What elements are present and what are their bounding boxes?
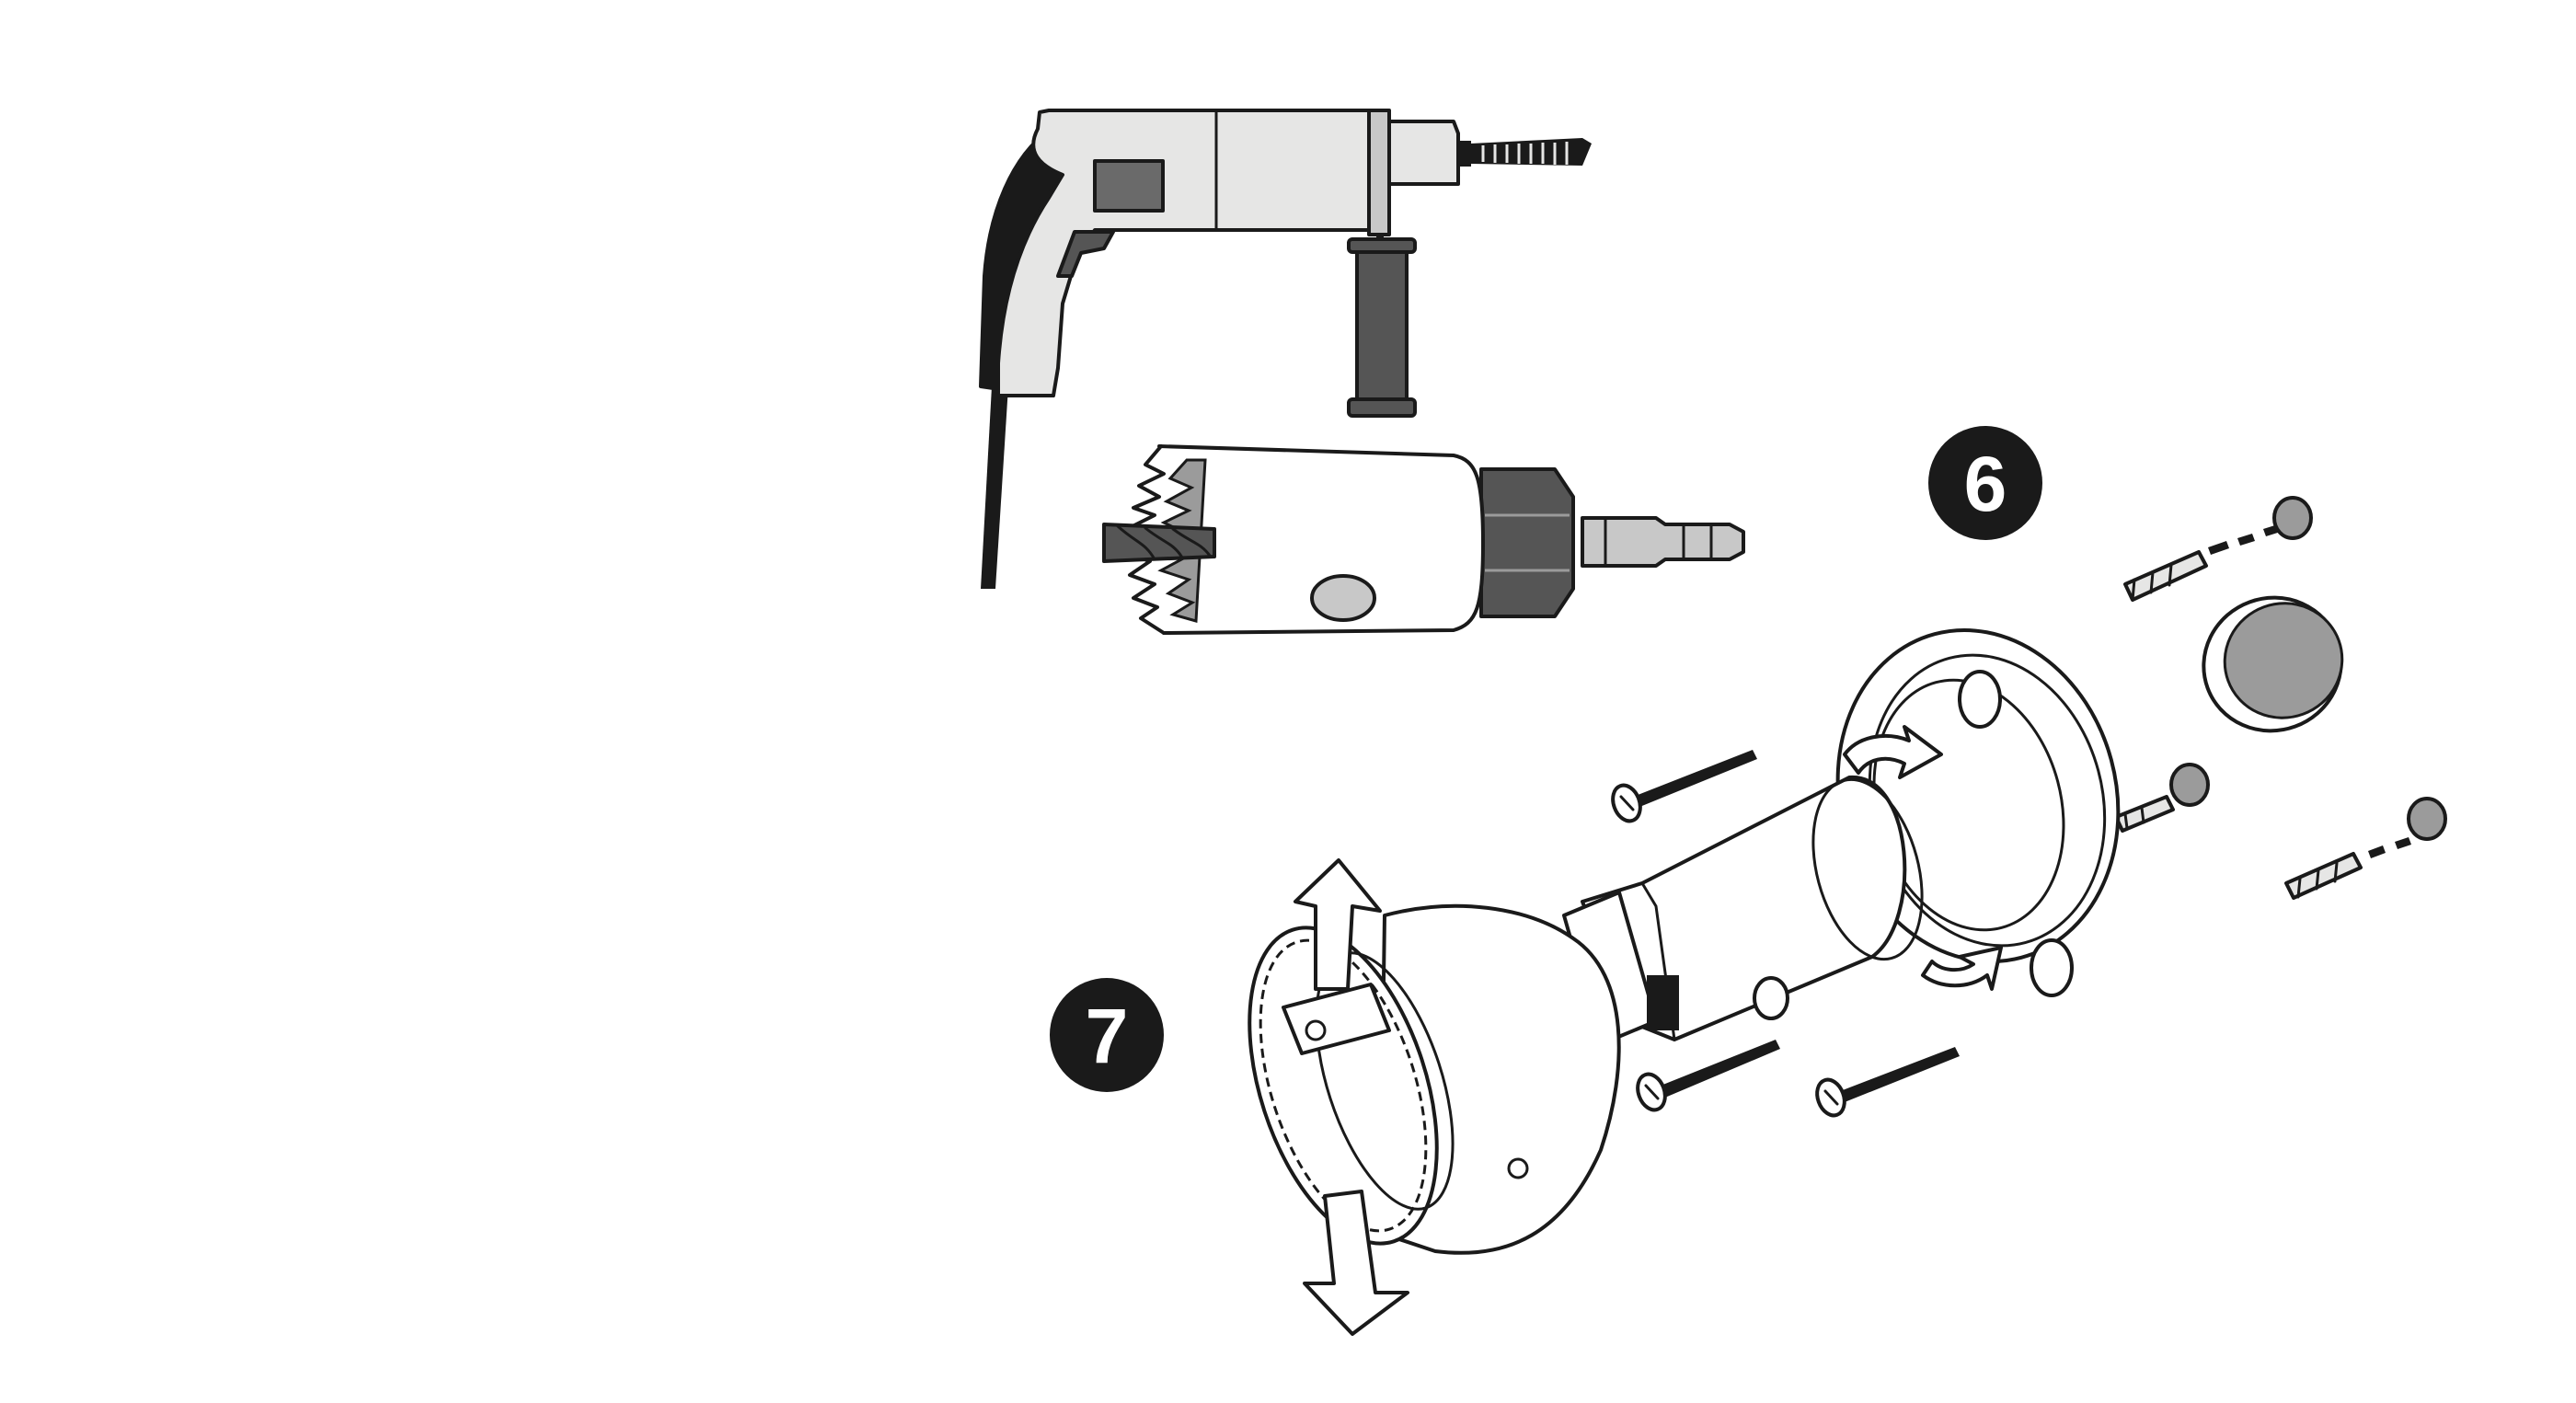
arrow-up-icon xyxy=(1294,858,1382,991)
step-number-7: 7 xyxy=(1086,993,1129,1079)
screw-icon xyxy=(1636,1040,1780,1112)
arrow-down-icon xyxy=(1303,1190,1409,1336)
wall-anchor-icon xyxy=(2123,496,2313,602)
wall-anchor-icon xyxy=(2284,797,2447,900)
step-badge-7: 7 xyxy=(1050,978,1164,1092)
camera-housing-icon xyxy=(1248,627,2121,1255)
mount-cap-icon xyxy=(2202,595,2344,733)
step-badge-6: 6 xyxy=(1928,426,2042,540)
screw-icon xyxy=(2114,763,2210,833)
screw-icon xyxy=(1815,1047,1960,1118)
drill-icon xyxy=(979,109,1592,589)
screw-icon xyxy=(1611,750,1757,823)
step-number-6: 6 xyxy=(1964,441,2007,527)
hole-saw-icon xyxy=(1102,444,1745,635)
rotate-arrow-icon xyxy=(1843,725,2003,991)
